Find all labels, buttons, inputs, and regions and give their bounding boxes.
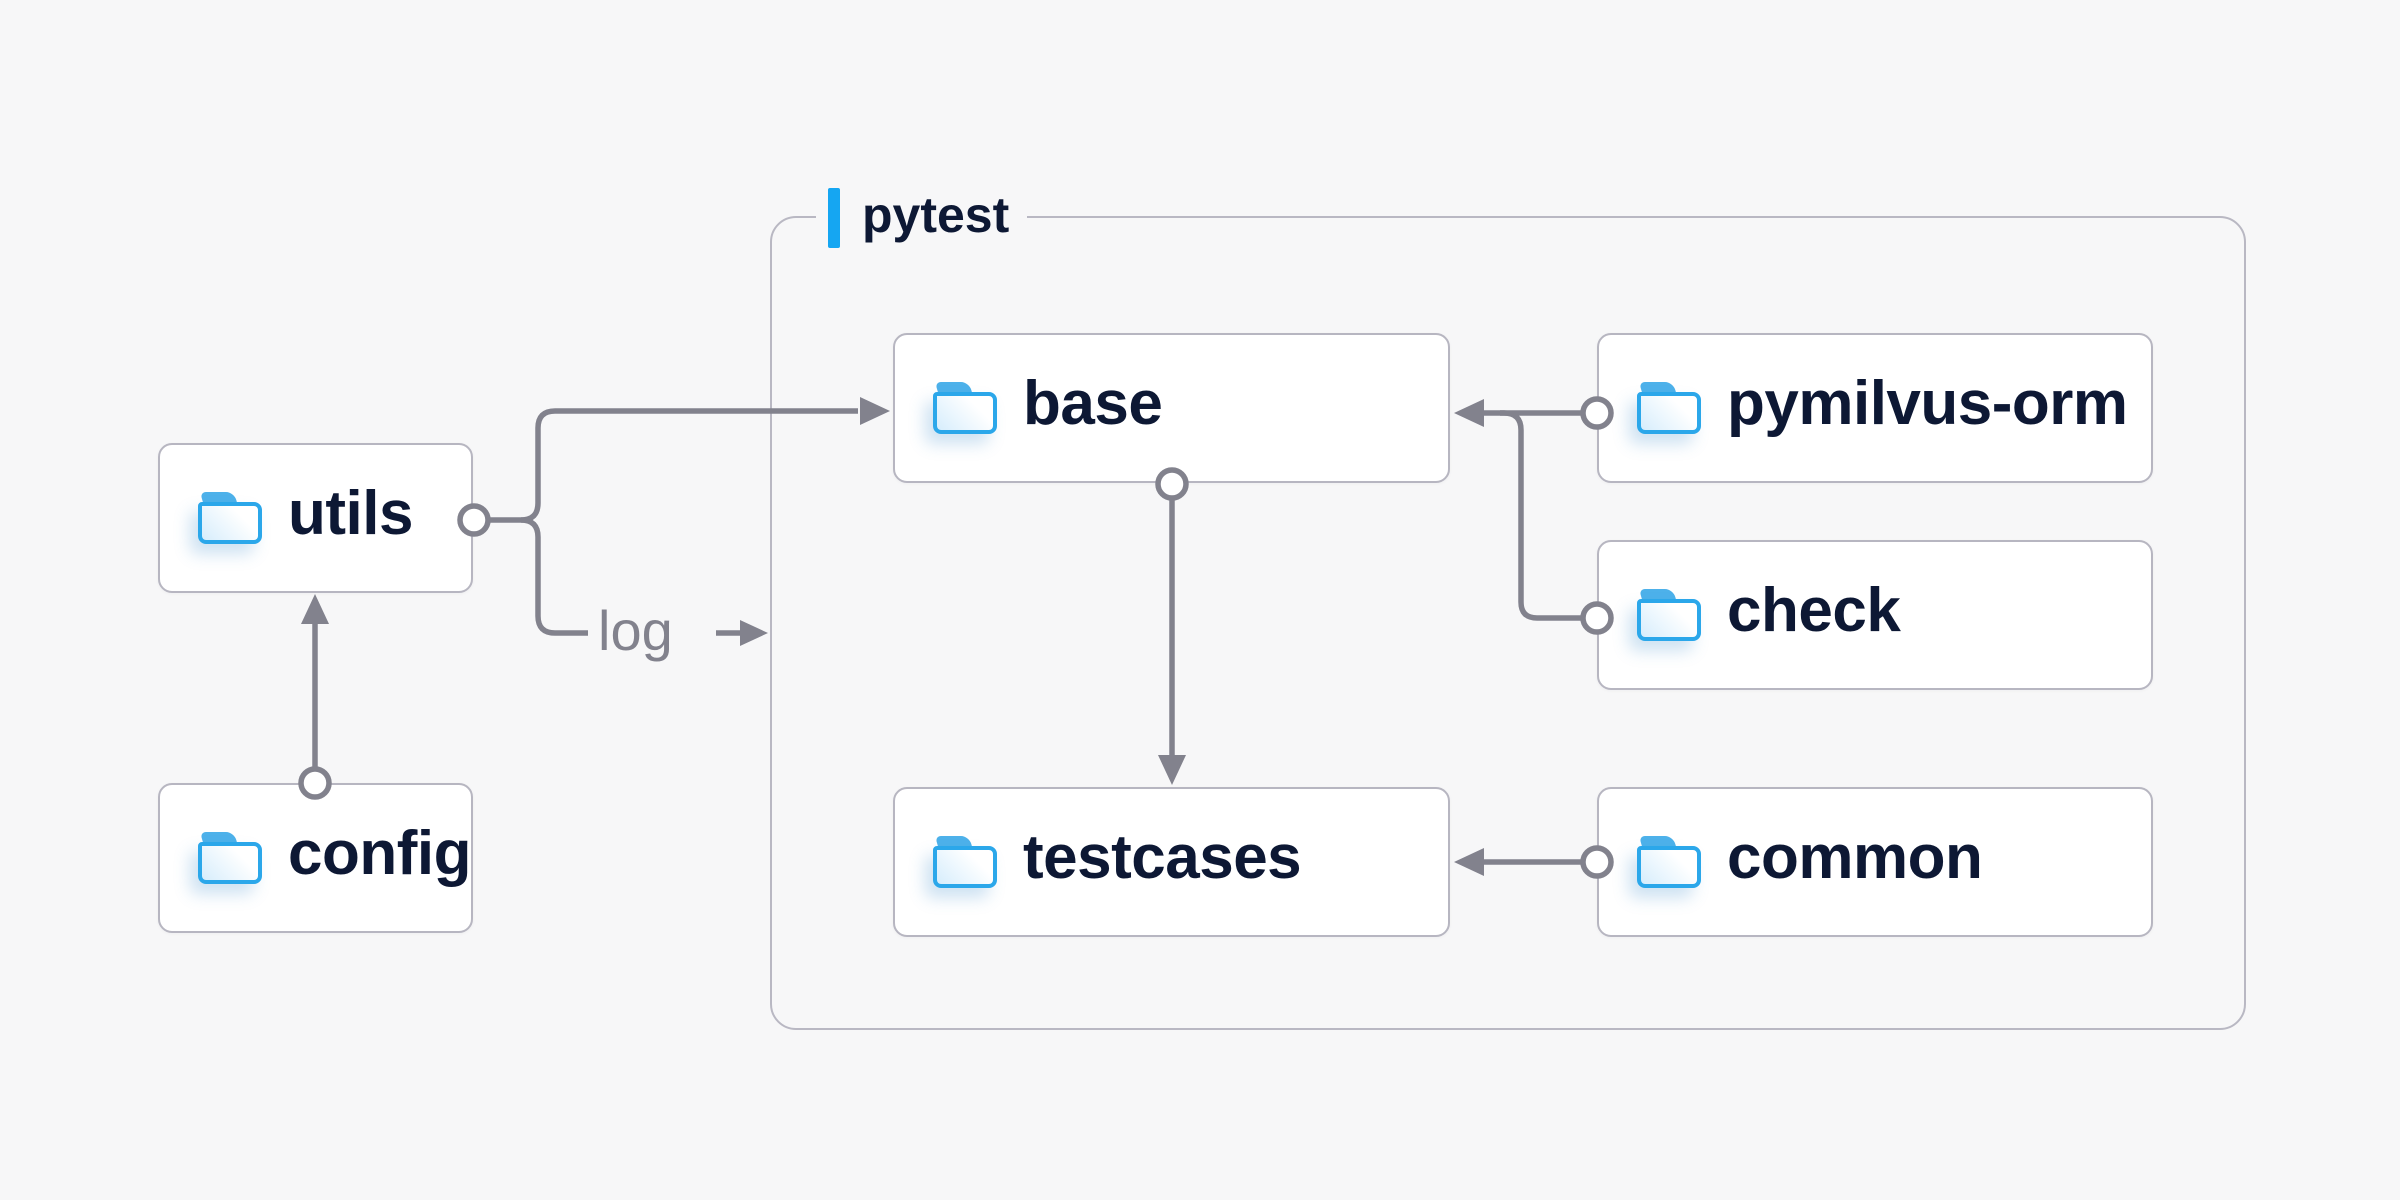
- folder-icon: [1637, 836, 1701, 888]
- node-label-common: common: [1727, 823, 1983, 892]
- node-label-utils: utils: [288, 479, 413, 548]
- folder-icon: [1637, 589, 1701, 641]
- node-base: base: [893, 333, 1450, 483]
- node-label-testcases: testcases: [1023, 823, 1302, 892]
- node-label-pymilvus-orm: pymilvus-orm: [1727, 369, 2128, 438]
- pytest-group: pytest: [770, 186, 2246, 1030]
- node-testcases: testcases: [893, 787, 1450, 937]
- node-utils: utils: [158, 443, 473, 593]
- folder-icon: [933, 836, 997, 888]
- pytest-group-label: pytest: [816, 186, 1028, 250]
- folder-icon: [198, 832, 262, 884]
- node-common: common: [1597, 787, 2153, 937]
- pytest-group-title: pytest: [862, 187, 1010, 243]
- node-label-base: base: [1023, 369, 1163, 438]
- node-check: check: [1597, 540, 2153, 690]
- node-label-config: config: [288, 819, 471, 888]
- pytest-accent-bar: [828, 188, 840, 248]
- node-pymilvus-orm: pymilvus-orm: [1597, 333, 2153, 483]
- node-config: config: [158, 783, 473, 933]
- folder-icon: [933, 382, 997, 434]
- folder-icon: [198, 492, 262, 544]
- edge-config-utils: [298, 594, 332, 800]
- folder-icon: [1637, 382, 1701, 434]
- edge-label-log: log: [598, 599, 673, 662]
- node-label-check: check: [1727, 576, 1901, 645]
